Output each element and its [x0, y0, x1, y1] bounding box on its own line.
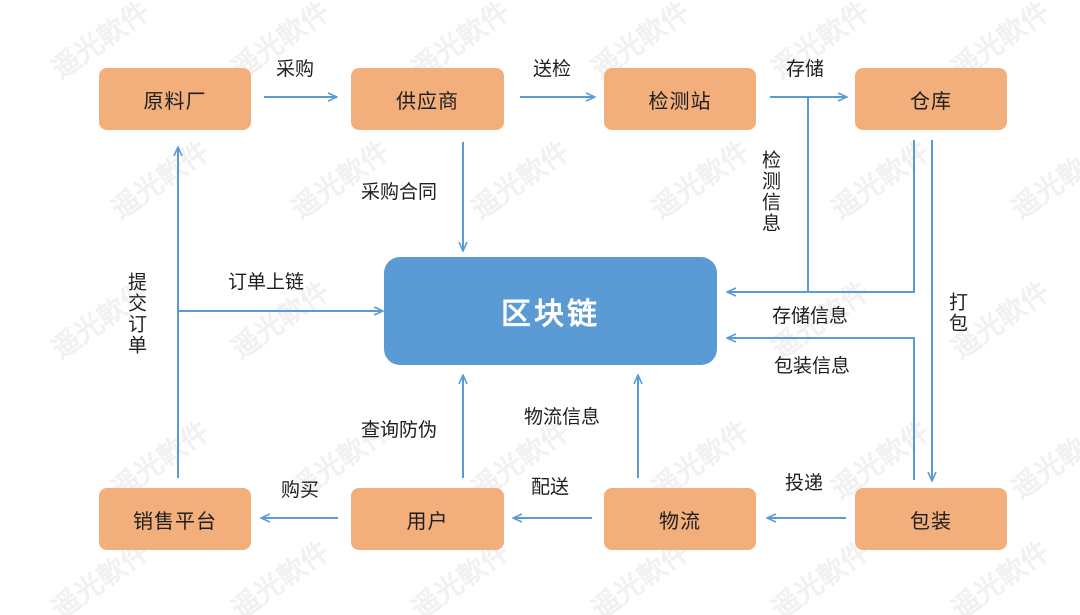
arrow-packaging-info	[728, 338, 915, 480]
label-query-anti-fake: 查询防伪	[361, 419, 438, 441]
label-logistics-info: 物流信息	[524, 406, 601, 428]
label-purchase: 采购	[276, 58, 315, 80]
node-warehouse: 仓库	[855, 68, 1007, 130]
node-supplier: 供应商	[351, 68, 504, 130]
label-store: 存储	[786, 58, 825, 80]
label-send-inspection: 送检	[533, 58, 572, 80]
label-order-on-chain: 订单上链	[228, 271, 305, 293]
label-buy: 购买	[281, 479, 320, 501]
label-deliver: 配送	[531, 476, 570, 498]
node-logistics: 物流	[604, 488, 756, 550]
node-inspection-station: 检测站	[604, 68, 756, 130]
label-packaging-info: 包装信息	[774, 355, 851, 377]
label-storage-info: 存储信息	[772, 305, 849, 327]
node-raw-factory: 原料厂	[99, 68, 251, 130]
label-inspection-info: 检测信息	[759, 150, 781, 234]
arrow-storage-info	[808, 140, 915, 293]
label-post: 投递	[785, 472, 824, 494]
label-submit-order: 提交订单	[125, 272, 147, 356]
label-pack: 打包	[946, 292, 968, 334]
node-packaging: 包装	[855, 488, 1007, 550]
node-user: 用户	[351, 488, 504, 550]
label-purchase-contract: 采购合同	[361, 181, 438, 203]
node-blockchain: 区块链	[384, 257, 717, 365]
node-sales-platform: 销售平台	[99, 488, 251, 550]
